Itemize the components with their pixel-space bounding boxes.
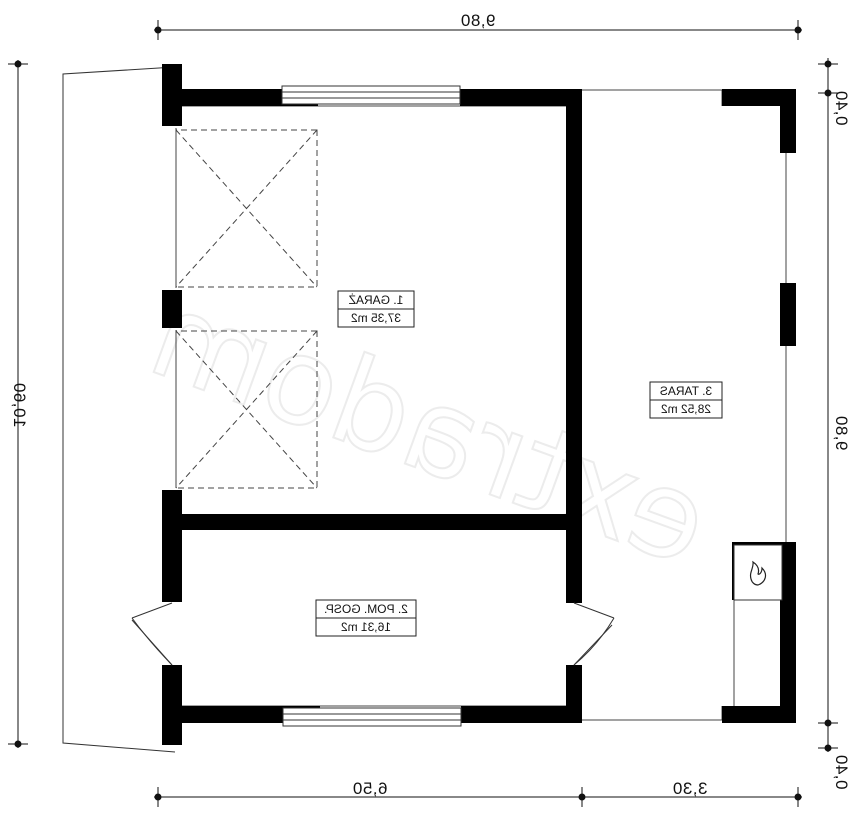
dim-overall-width: 9,80 <box>460 11 495 30</box>
roof-overhang <box>62 66 176 753</box>
dimension-labels: 9,80 6,50 3,30 10,60 9,80 0,40 0,40 <box>10 11 851 798</box>
room-label-utility: 2. POM. GOSP. 16,31 m2 <box>315 599 417 637</box>
room-label-garage: 1. GARAŻ 37,35 m2 <box>337 290 415 328</box>
flame-icon <box>749 560 767 586</box>
dim-overall-depth: 10,60 <box>10 382 29 427</box>
dim-terrace-depth: 9,80 <box>832 415 851 450</box>
room-name-utility: 2. POM. GOSP. <box>324 602 408 616</box>
dim-offset-bottom: 0,40 <box>832 754 851 789</box>
doors <box>131 602 615 666</box>
windows <box>281 85 462 727</box>
watermark: extradom <box>134 265 726 594</box>
fireplace <box>733 544 783 601</box>
dim-terrace-width: 3,30 <box>672 779 707 798</box>
dim-garage-width: 6,50 <box>352 779 387 798</box>
room-label-terrace: 3. TARAS 28,52 m2 <box>649 381 723 419</box>
room-name-garage: 1. GARAŻ <box>349 293 404 307</box>
garage-gates <box>175 128 318 489</box>
room-area-terrace: 28,52 m2 <box>661 402 711 416</box>
room-area-utility: 16,31 m2 <box>341 620 391 634</box>
dimension-lines <box>8 20 838 807</box>
room-area-garage: 37,35 m2 <box>351 311 401 325</box>
room-name-terrace: 3. TARAS <box>660 384 712 398</box>
dim-offset-top: 0,40 <box>832 90 851 125</box>
